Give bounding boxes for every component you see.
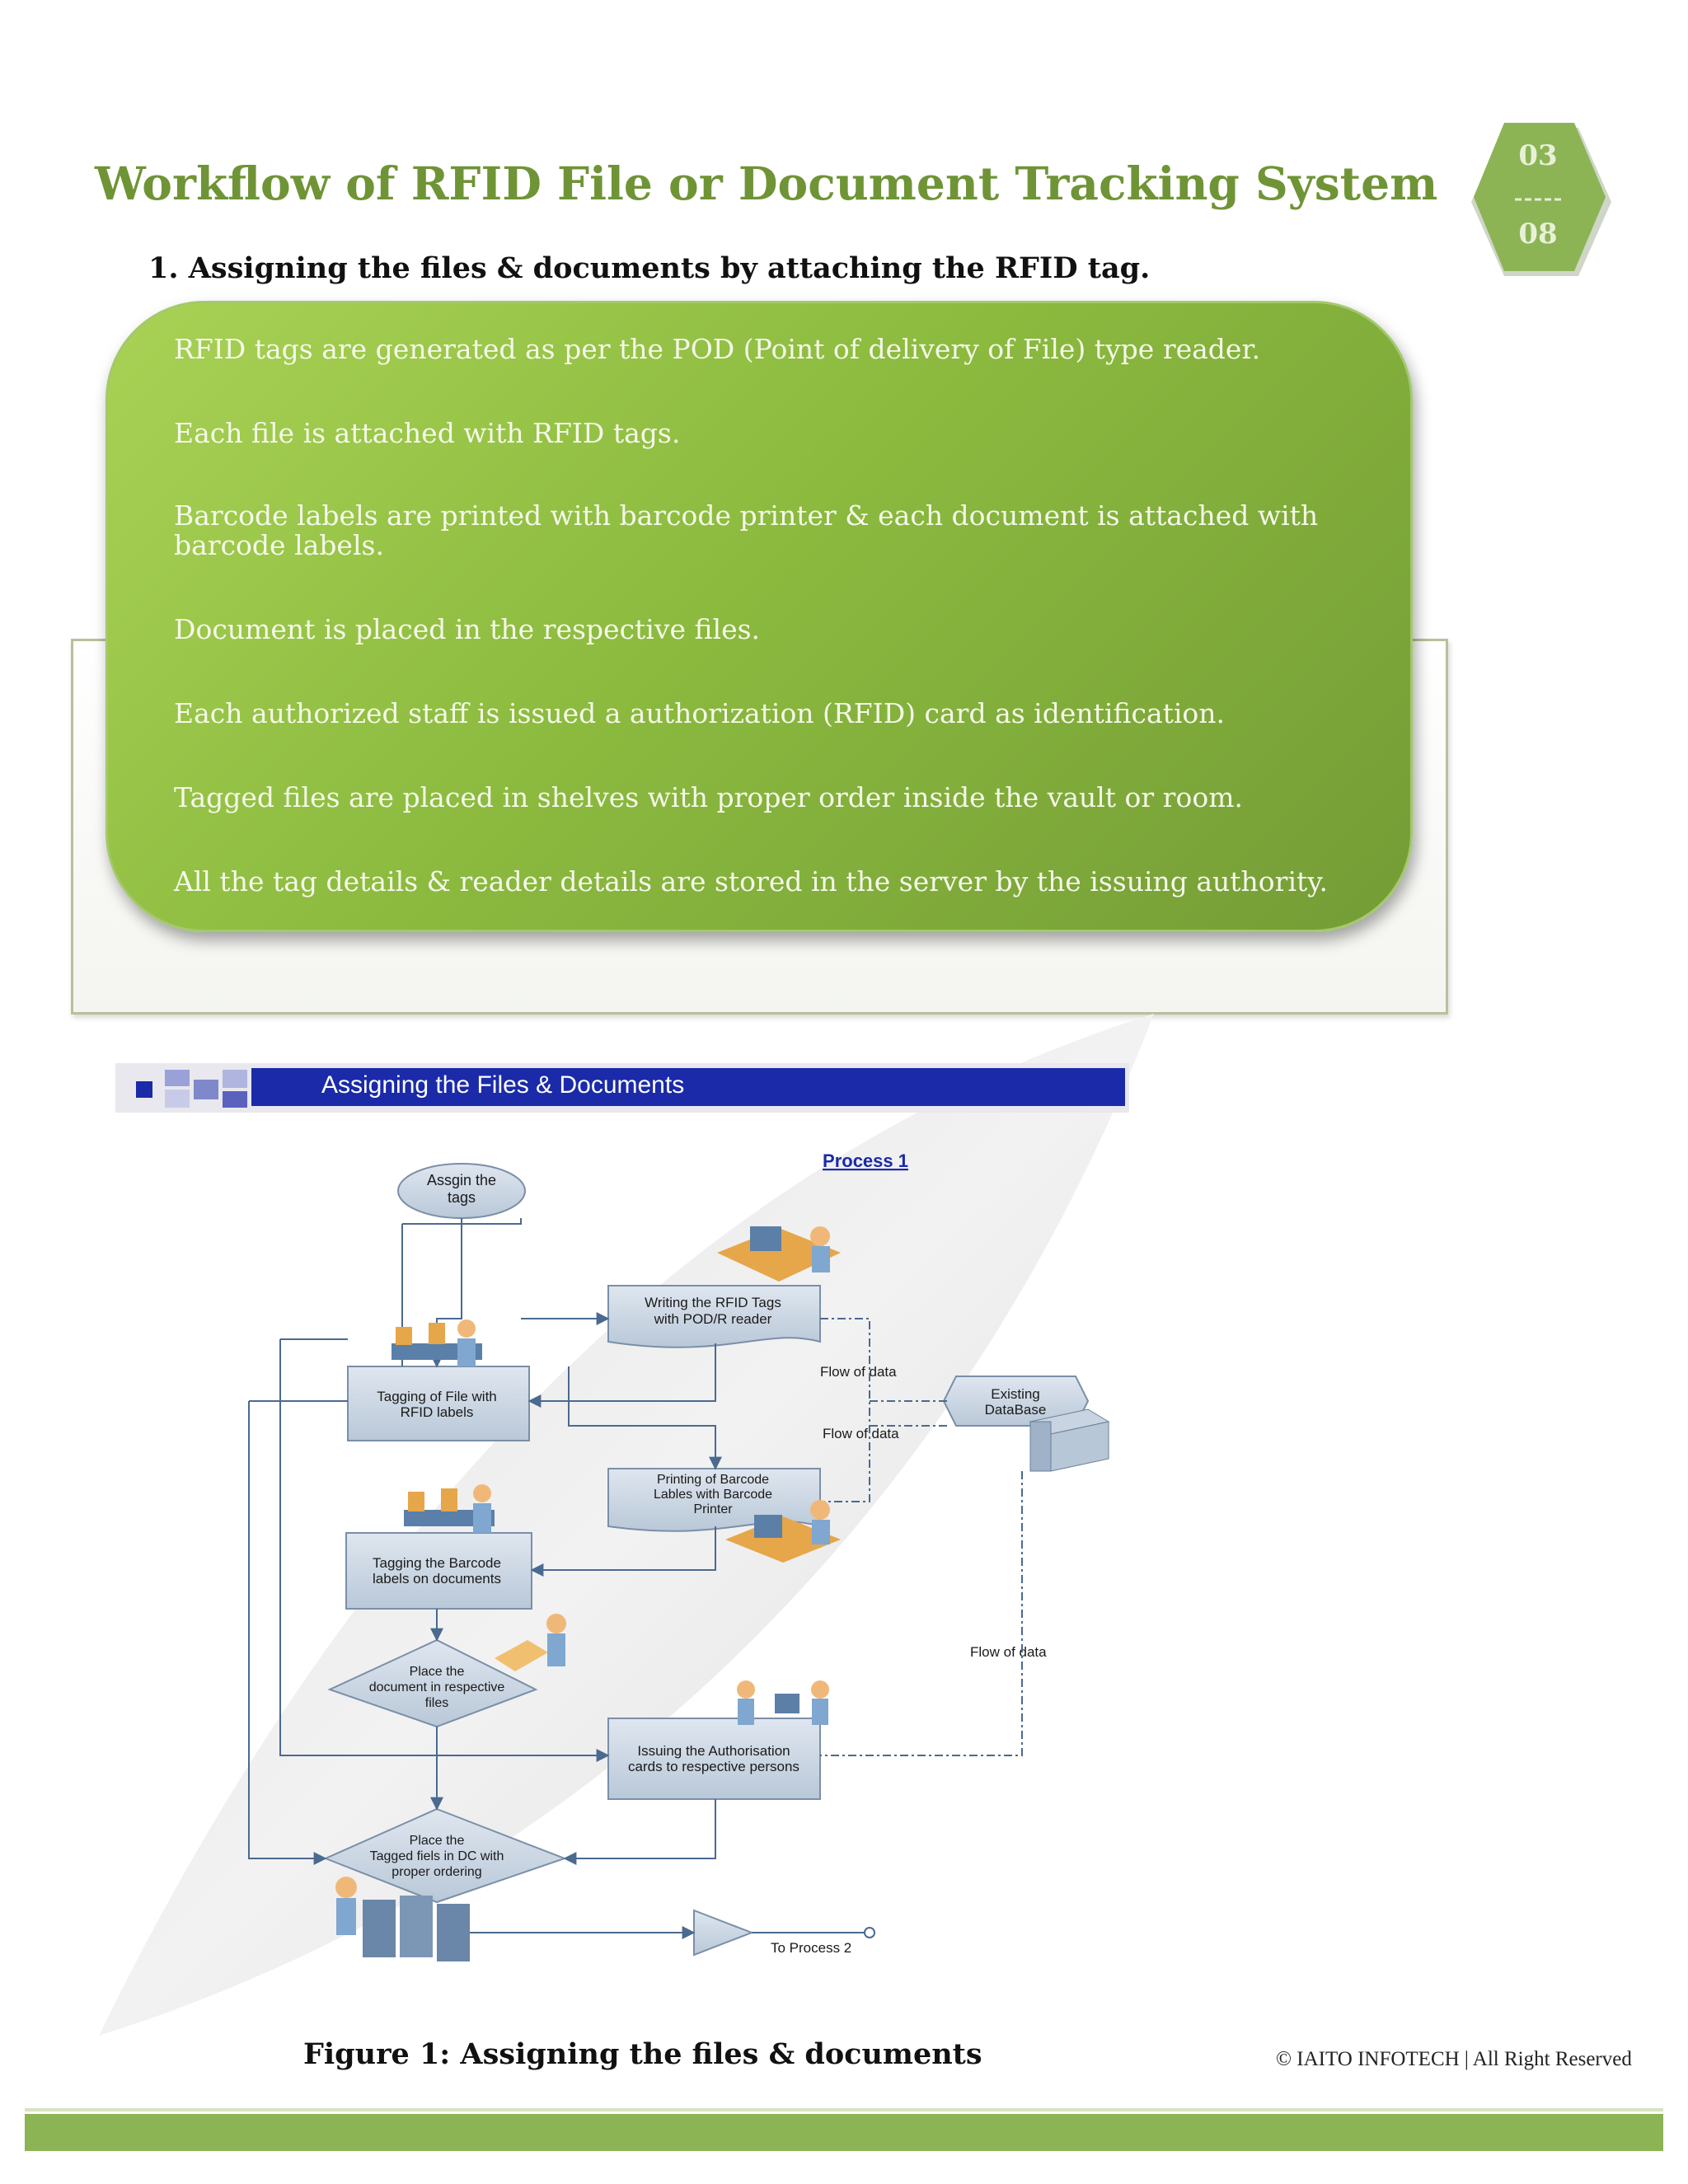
page-title: Workflow of RFID File or Document Tracki… — [95, 157, 1438, 210]
section-heading: 1. Assigning the files & documents by at… — [148, 251, 1151, 285]
process-label: Process 1 — [823, 1151, 908, 1171]
storage-rack-icon — [335, 1877, 470, 1961]
step-item: Each file is attached with RFID tags. — [174, 417, 681, 449]
step-item: Each authorized staff is issued a author… — [174, 697, 1226, 729]
flow-of-data-label: Flow of data — [823, 1426, 899, 1441]
footer-bar — [25, 2114, 1663, 2151]
step-item: All the tag details & reader details are… — [174, 865, 1329, 898]
page-number-badge: 03 08 — [1471, 123, 1611, 276]
step-item: Barcode labels are printed with barcode … — [174, 499, 1319, 561]
card-issuing-icon — [737, 1680, 829, 1725]
flow-of-data-label: Flow of data — [820, 1364, 897, 1380]
svg-text:To Process 2: To Process 2 — [771, 1940, 851, 1956]
printer-workstation-icon — [725, 1500, 841, 1563]
barcode-machine-icon — [404, 1484, 495, 1533]
tagging-machine-icon — [392, 1319, 482, 1366]
workstation-icon — [717, 1226, 841, 1282]
step-item: RFID tags are generated as per the POD (… — [174, 333, 1261, 365]
flow-of-data-label: Flow of data — [970, 1644, 1047, 1660]
to-process-2-connector: To Process 2 — [693, 1909, 875, 1957]
copyright-text: © IAITO INFOTECH | All Right Reserved — [1276, 2048, 1632, 2070]
badge-bottom-number: 08 — [1518, 218, 1557, 251]
document-filing-icon — [495, 1614, 566, 1671]
footer-divider — [25, 2108, 1663, 2111]
step-item: Document is placed in the respective fil… — [174, 613, 761, 645]
figure-caption: Figure 1: Assigning the files & document… — [303, 2037, 982, 2071]
diagram-banner-title: Assigning the Files & Documents — [321, 1071, 685, 1099]
server-icon — [1029, 1408, 1110, 1472]
step-item: Tagged files are placed in shelves with … — [174, 781, 1243, 813]
diagram-banner — [115, 1063, 1129, 1113]
badge-top-number: 03 — [1518, 139, 1557, 172]
steps-panel: RFID tags are generated as per the POD (… — [106, 301, 1413, 932]
